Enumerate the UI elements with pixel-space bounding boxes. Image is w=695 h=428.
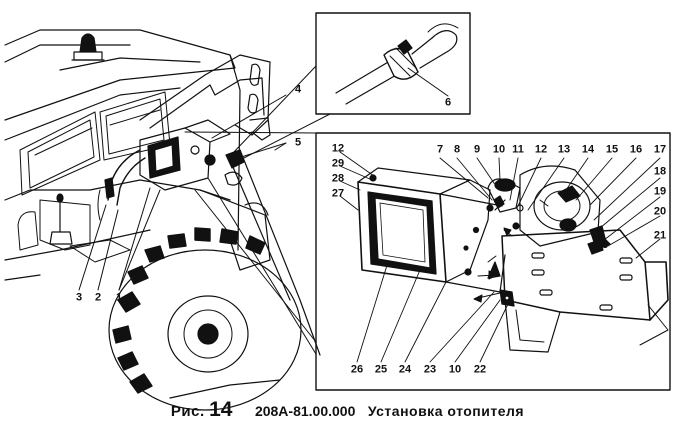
- figure-prefix: Рис.: [170, 403, 205, 420]
- figure-caption: Рис. 14 208А-81.00.000 Установка отопите…: [0, 398, 695, 422]
- fan-housing: [519, 165, 606, 255]
- callout-1: 1: [115, 291, 123, 304]
- callout-24: 24: [398, 363, 412, 376]
- callout-17: 17: [653, 143, 667, 156]
- cab-rear-window: [19, 91, 171, 196]
- callout-6: 6: [444, 96, 452, 109]
- callout-26: 26: [350, 363, 364, 376]
- callout-27: 27: [331, 187, 345, 200]
- callout-13: 13: [557, 143, 571, 156]
- tractor-cab-drawing: [4, 29, 241, 281]
- figure-title: Установка отопителя: [367, 403, 525, 419]
- callout-3: 3: [75, 291, 83, 304]
- callout-29: 29: [331, 157, 345, 170]
- callout-20: 20: [653, 205, 667, 218]
- callout-23: 23: [423, 363, 437, 376]
- callout-21: 21: [653, 229, 667, 242]
- callout-8: 8: [453, 143, 461, 156]
- callout-5: 5: [294, 136, 302, 149]
- mounting-plate: [501, 229, 669, 353]
- callout-4: 4: [294, 83, 302, 96]
- callout-14: 14: [581, 143, 595, 156]
- assembly-arrows: [473, 227, 513, 303]
- callout-7: 7: [436, 143, 444, 156]
- callout-18: 18: [653, 165, 667, 178]
- detail-view-heater: [184, 131, 671, 391]
- cab-leader-lines: [78, 94, 287, 291]
- callout-22: 22: [473, 363, 487, 376]
- callout-19: 19: [653, 185, 667, 198]
- callout-16: 16: [629, 143, 643, 156]
- callout-11: 11: [512, 143, 524, 156]
- inset-hose-clamp: [231, 12, 471, 161]
- callout-10-top: 10: [492, 143, 506, 156]
- callout-28: 28: [331, 172, 345, 185]
- figure-number: 14: [209, 398, 233, 421]
- callout-25: 25: [374, 363, 388, 376]
- drawing-code: 208А-81.00.000: [254, 403, 356, 419]
- callout-10-bottom: 10: [448, 363, 462, 376]
- beacon-lamp: [71, 33, 105, 61]
- callout-12-left: 12: [331, 142, 345, 155]
- callout-2: 2: [94, 291, 102, 304]
- callout-12-top: 12: [534, 143, 548, 156]
- loader-arm-drawing: [139, 54, 321, 356]
- heater-on-cab: [97, 119, 245, 221]
- callout-15: 15: [605, 143, 619, 156]
- detail-leader-lines: [339, 151, 661, 363]
- heater-frame: [357, 167, 506, 293]
- callout-9: 9: [473, 143, 481, 156]
- tractor-tire: [108, 227, 302, 411]
- fasteners: [486, 195, 611, 307]
